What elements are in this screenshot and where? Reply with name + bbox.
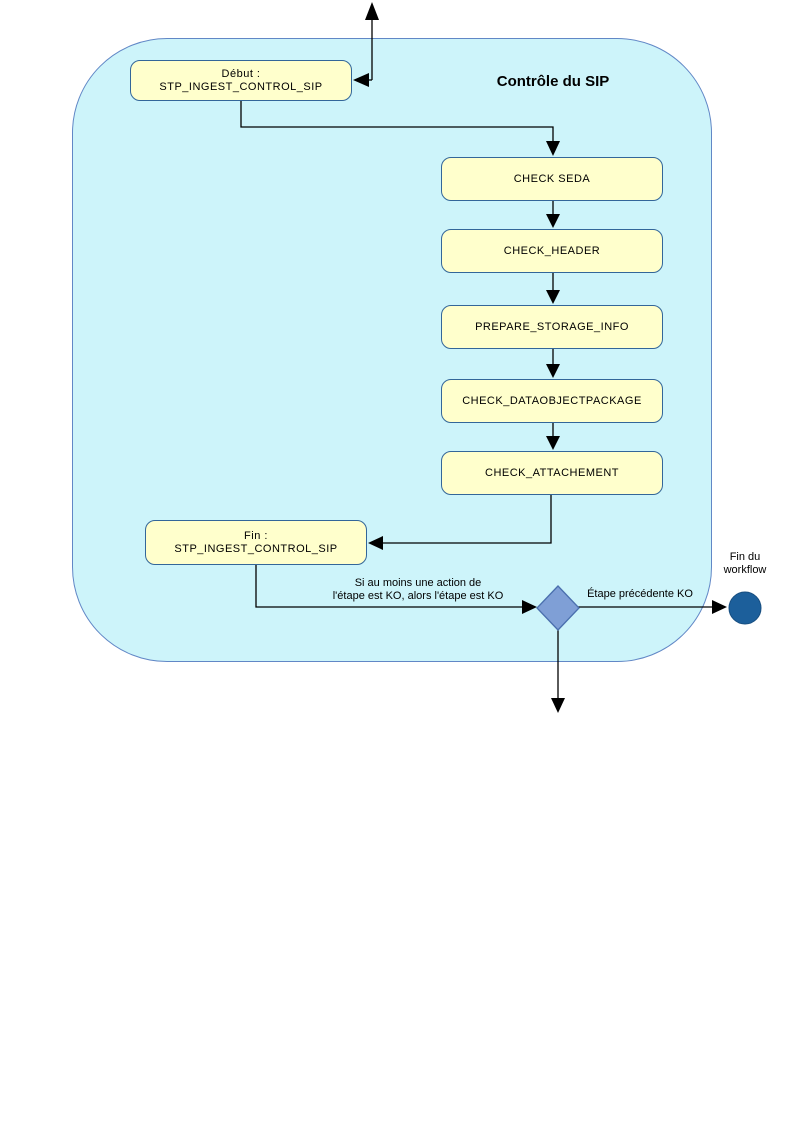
start-node: Début : STP_INGEST_CONTROL_SIP xyxy=(130,60,352,101)
end-node: Fin : STP_INGEST_CONTROL_SIP xyxy=(145,520,367,565)
previous-step-ko-label: Étape précédente KO xyxy=(587,588,693,600)
arrow-down-icon xyxy=(546,436,560,450)
end-workflow-label-line1: Fin du xyxy=(729,551,761,563)
end-workflow-circle xyxy=(728,591,762,625)
end-workflow-label: Fin du workflow xyxy=(705,551,785,577)
arrow-down-icon xyxy=(546,364,560,378)
arrow-left-icon xyxy=(368,536,383,550)
end-workflow-label-line2: workflow xyxy=(723,564,767,576)
edge-end-to-decision xyxy=(255,565,522,608)
step-prepare-storage-info: PREPARE_STORAGE_INFO xyxy=(441,305,663,349)
step-check-attachement: CHECK_ATTACHEMENT xyxy=(441,451,663,495)
ko-condition-label: Si au moins une action de l'étape est KO… xyxy=(296,577,540,603)
step-check-seda: CHECK SEDA xyxy=(441,157,663,201)
start-node-label-line2: STP_INGEST_CONTROL_SIP xyxy=(159,80,323,93)
end-node-label-line1: Fin : xyxy=(244,529,268,542)
arrow-down-icon xyxy=(551,698,565,713)
start-node-label-line1: Début : xyxy=(221,67,261,80)
edge-start-to-checkseda xyxy=(240,101,554,141)
arrow-right-icon xyxy=(522,600,537,614)
ko-condition-line1: Si au moins une action de xyxy=(354,577,482,589)
diagram-title: Contrôle du SIP xyxy=(496,73,610,90)
arrow-up-icon xyxy=(365,2,379,20)
arrow-right-icon xyxy=(712,600,727,614)
arrow-down-icon xyxy=(546,214,560,228)
arrow-left-into-start-icon xyxy=(353,73,369,87)
arrow-down-icon xyxy=(546,141,560,156)
arrow-down-icon xyxy=(546,290,560,304)
step-check-dataobjectpackage: CHECK_DATAOBJECTPACKAGE xyxy=(441,379,663,423)
end-node-label-line2: STP_INGEST_CONTROL_SIP xyxy=(174,542,338,555)
ko-condition-line2: l'étape est KO, alors l'étape est KO xyxy=(332,590,504,602)
decision-diamond xyxy=(536,585,580,631)
edge-attachement-to-end xyxy=(383,495,552,544)
step-check-header: CHECK_HEADER xyxy=(441,229,663,273)
